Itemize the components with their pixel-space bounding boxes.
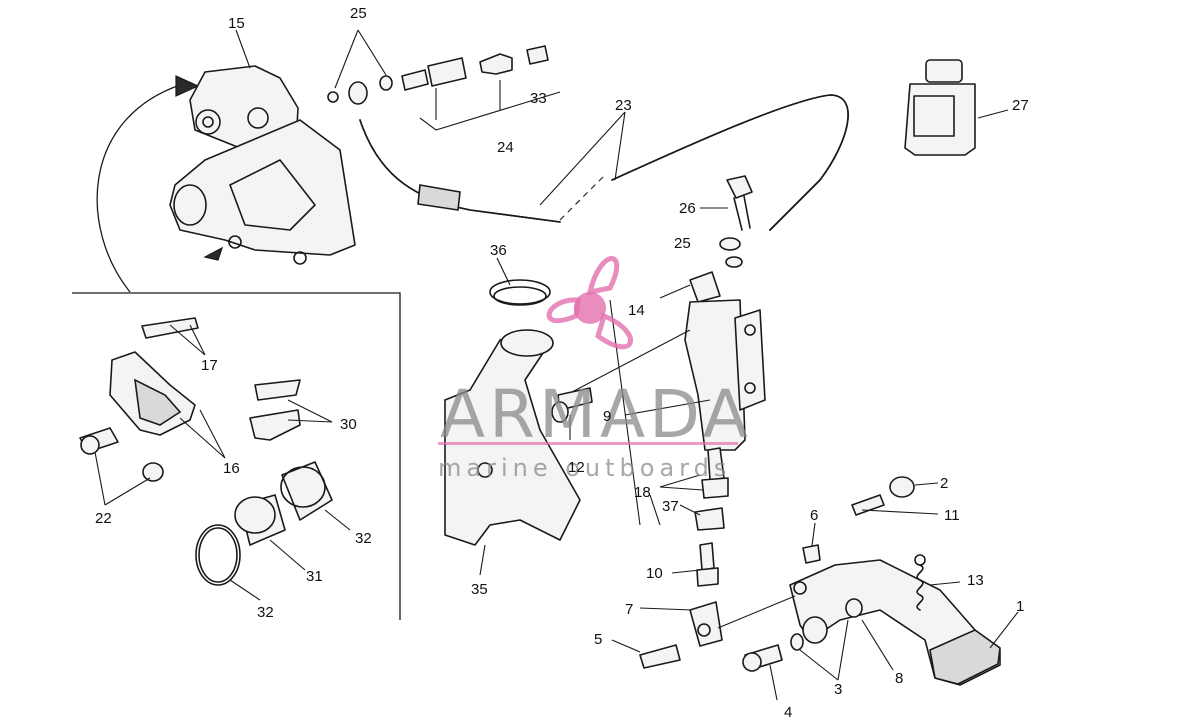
watermark-brand: ARMADA	[440, 376, 752, 453]
callout-18: 18	[634, 484, 651, 501]
callout-36: 36	[490, 242, 507, 259]
brake-fluid-bottle	[904, 59, 1009, 156]
pivot-hardware	[611, 522, 894, 701]
callout-16: 16	[223, 460, 240, 477]
callout-6: 6	[810, 507, 818, 524]
callout-3: 3	[834, 681, 842, 698]
callout-24: 24	[497, 139, 514, 156]
detail-frame	[72, 292, 401, 620]
callout-5: 5	[594, 631, 602, 648]
banjo-fittings-top	[327, 29, 561, 131]
callout-1: 1	[1016, 598, 1024, 615]
callout-labels: 15 25 33 24 23 27 26 25 36 14 17 30 9 12…	[95, 5, 1029, 721]
callout-25-right: 25	[674, 235, 691, 252]
brake-hose	[359, 94, 849, 231]
callout-26: 26	[679, 200, 696, 217]
return-spring	[914, 554, 961, 611]
callout-30: 30	[340, 416, 357, 433]
armada-watermark: ARMADA marine outboards	[438, 256, 752, 482]
master-cylinder	[659, 271, 766, 451]
propeller-logo	[546, 256, 633, 350]
callout-32-left: 32	[257, 604, 274, 621]
callout-2: 2	[940, 475, 948, 492]
callout-4: 4	[784, 704, 792, 721]
callout-25-top: 25	[350, 5, 367, 22]
callout-23: 23	[615, 97, 632, 114]
callout-17: 17	[201, 357, 218, 374]
banjo-bolt	[700, 175, 753, 268]
bolt-and-bush	[851, 476, 939, 516]
callout-9: 9	[603, 408, 611, 425]
callout-32-right: 32	[355, 530, 372, 547]
callout-31: 31	[306, 568, 323, 585]
heel-guard	[444, 279, 581, 546]
mounting-bolts	[551, 329, 691, 423]
callout-22: 22	[95, 510, 112, 527]
brake-caliper	[169, 65, 356, 265]
brake-pedal	[789, 559, 1019, 686]
callout-8: 8	[895, 670, 903, 687]
callout-12: 12	[568, 459, 585, 476]
callout-10: 10	[646, 565, 663, 582]
callout-35: 35	[471, 581, 488, 598]
callout-33: 33	[530, 90, 547, 107]
curved-arrow	[96, 75, 200, 293]
brake-pads-detail	[79, 317, 351, 601]
callout-37: 37	[662, 498, 679, 515]
callout-11: 11	[944, 507, 960, 524]
misc-leaders	[235, 29, 711, 576]
callout-15: 15	[228, 15, 245, 32]
callout-27: 27	[1012, 97, 1029, 114]
watermark-tagline: marine outboards	[438, 454, 731, 482]
pushrod-assembly	[694, 447, 729, 587]
callout-14: 14	[628, 302, 645, 319]
callout-13: 13	[967, 572, 984, 589]
callout-7: 7	[625, 601, 633, 618]
